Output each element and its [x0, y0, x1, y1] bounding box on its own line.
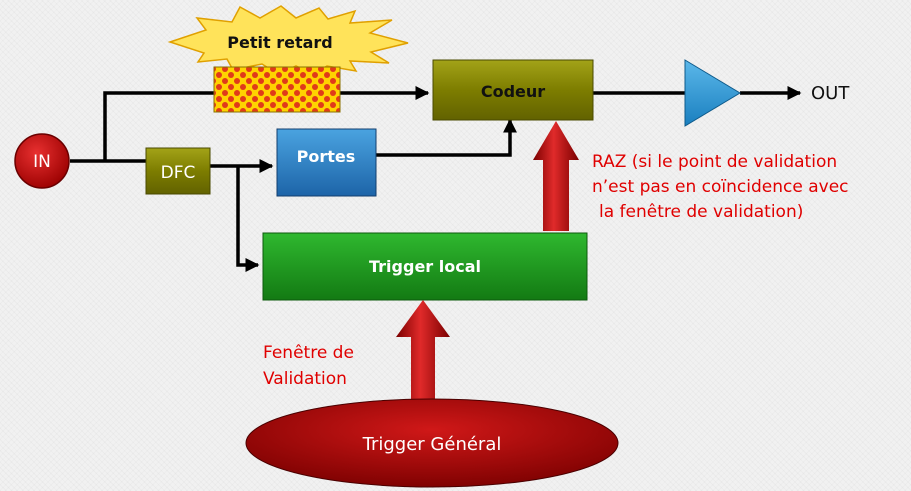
gates-label: Portes — [297, 147, 356, 166]
wire-dfc-to-trigger — [236, 166, 260, 272]
global-trigger: Trigger Général — [245, 398, 619, 488]
output-label: OUT — [811, 83, 850, 104]
encoder-label: Codeur — [481, 82, 545, 101]
local-trigger-rect — [262, 232, 588, 301]
delay-block — [213, 66, 341, 113]
dfc-block: DFC — [145, 147, 211, 195]
input-circle — [14, 133, 70, 189]
wire-in-to-delay — [103, 91, 214, 161]
gates-rect — [276, 128, 377, 197]
global-trigger-ellipse — [245, 398, 619, 488]
window-annotation: Fenêtre de Validation — [263, 343, 354, 389]
dfc-rect — [145, 147, 211, 195]
reset-text-line-1: RAZ (si le point de validation — [592, 152, 837, 172]
input-label: IN — [33, 152, 51, 172]
amplifier-triangle — [684, 59, 741, 127]
encoder-block: Codeur — [432, 59, 594, 121]
validation-window-arrow — [396, 300, 450, 415]
wire-gates-to-encoder — [376, 118, 517, 157]
gates-block: Portes — [276, 128, 377, 197]
signal-wires — [70, 86, 802, 272]
input-node: IN — [14, 133, 70, 189]
reset-text-line-3: la fenêtre de validation) — [599, 202, 803, 222]
local-trigger-label: Trigger local — [369, 257, 481, 276]
local-trigger-block: Trigger local — [262, 232, 588, 301]
global-trigger-label: Trigger Général — [362, 434, 502, 455]
reset-text-line-2: n’est pas en coïncidence avec — [592, 177, 849, 197]
encoder-rect — [432, 59, 594, 121]
reset-arrow — [533, 121, 579, 231]
reset-annotation: RAZ (si le point de validation n’est pas… — [592, 152, 849, 222]
delay-starburst — [167, 5, 409, 75]
window-text-line-2: Validation — [263, 369, 347, 389]
window-text-line-1: Fenêtre de — [263, 343, 354, 363]
delay-label: Petit retard — [227, 33, 332, 52]
dfc-label: DFC — [161, 163, 196, 183]
